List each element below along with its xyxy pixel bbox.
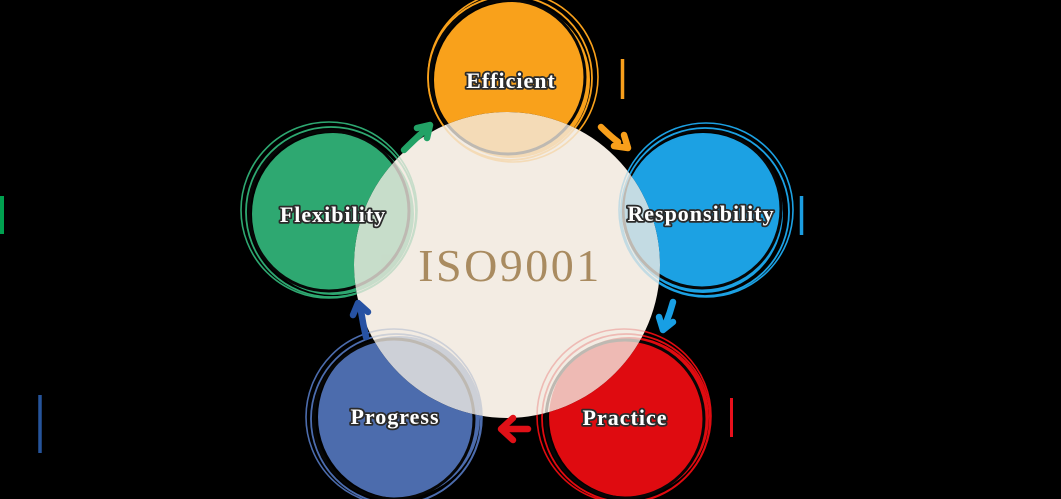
- arrow-responsibility-to-practice: [655, 298, 677, 334]
- arrow-head: [655, 313, 677, 334]
- arrow-shaft: [662, 298, 677, 327]
- arrow-flexibility-to-efficient: [400, 121, 434, 154]
- arrow-progress-to-flexibility: [349, 299, 372, 341]
- flexibility-label: Flexibility: [280, 202, 386, 227]
- arrow-head: [349, 299, 372, 319]
- arrow-shaft: [357, 307, 370, 341]
- arrow-shaft: [597, 123, 622, 146]
- practice-label: Practice: [583, 405, 668, 430]
- arrow-practice-to-progress: [497, 414, 532, 444]
- arrow-head: [413, 121, 434, 142]
- progress-label: Progress: [350, 404, 439, 429]
- center-title: ISO9001: [418, 240, 602, 291]
- efficient-label: Efficient: [466, 68, 556, 93]
- arrow-head: [497, 414, 517, 444]
- arrow-shaft: [400, 127, 428, 154]
- arrow-efficient-to-responsibility: [597, 123, 632, 152]
- arrow-head: [610, 131, 632, 152]
- responsibility-label: Responsibility: [627, 201, 774, 226]
